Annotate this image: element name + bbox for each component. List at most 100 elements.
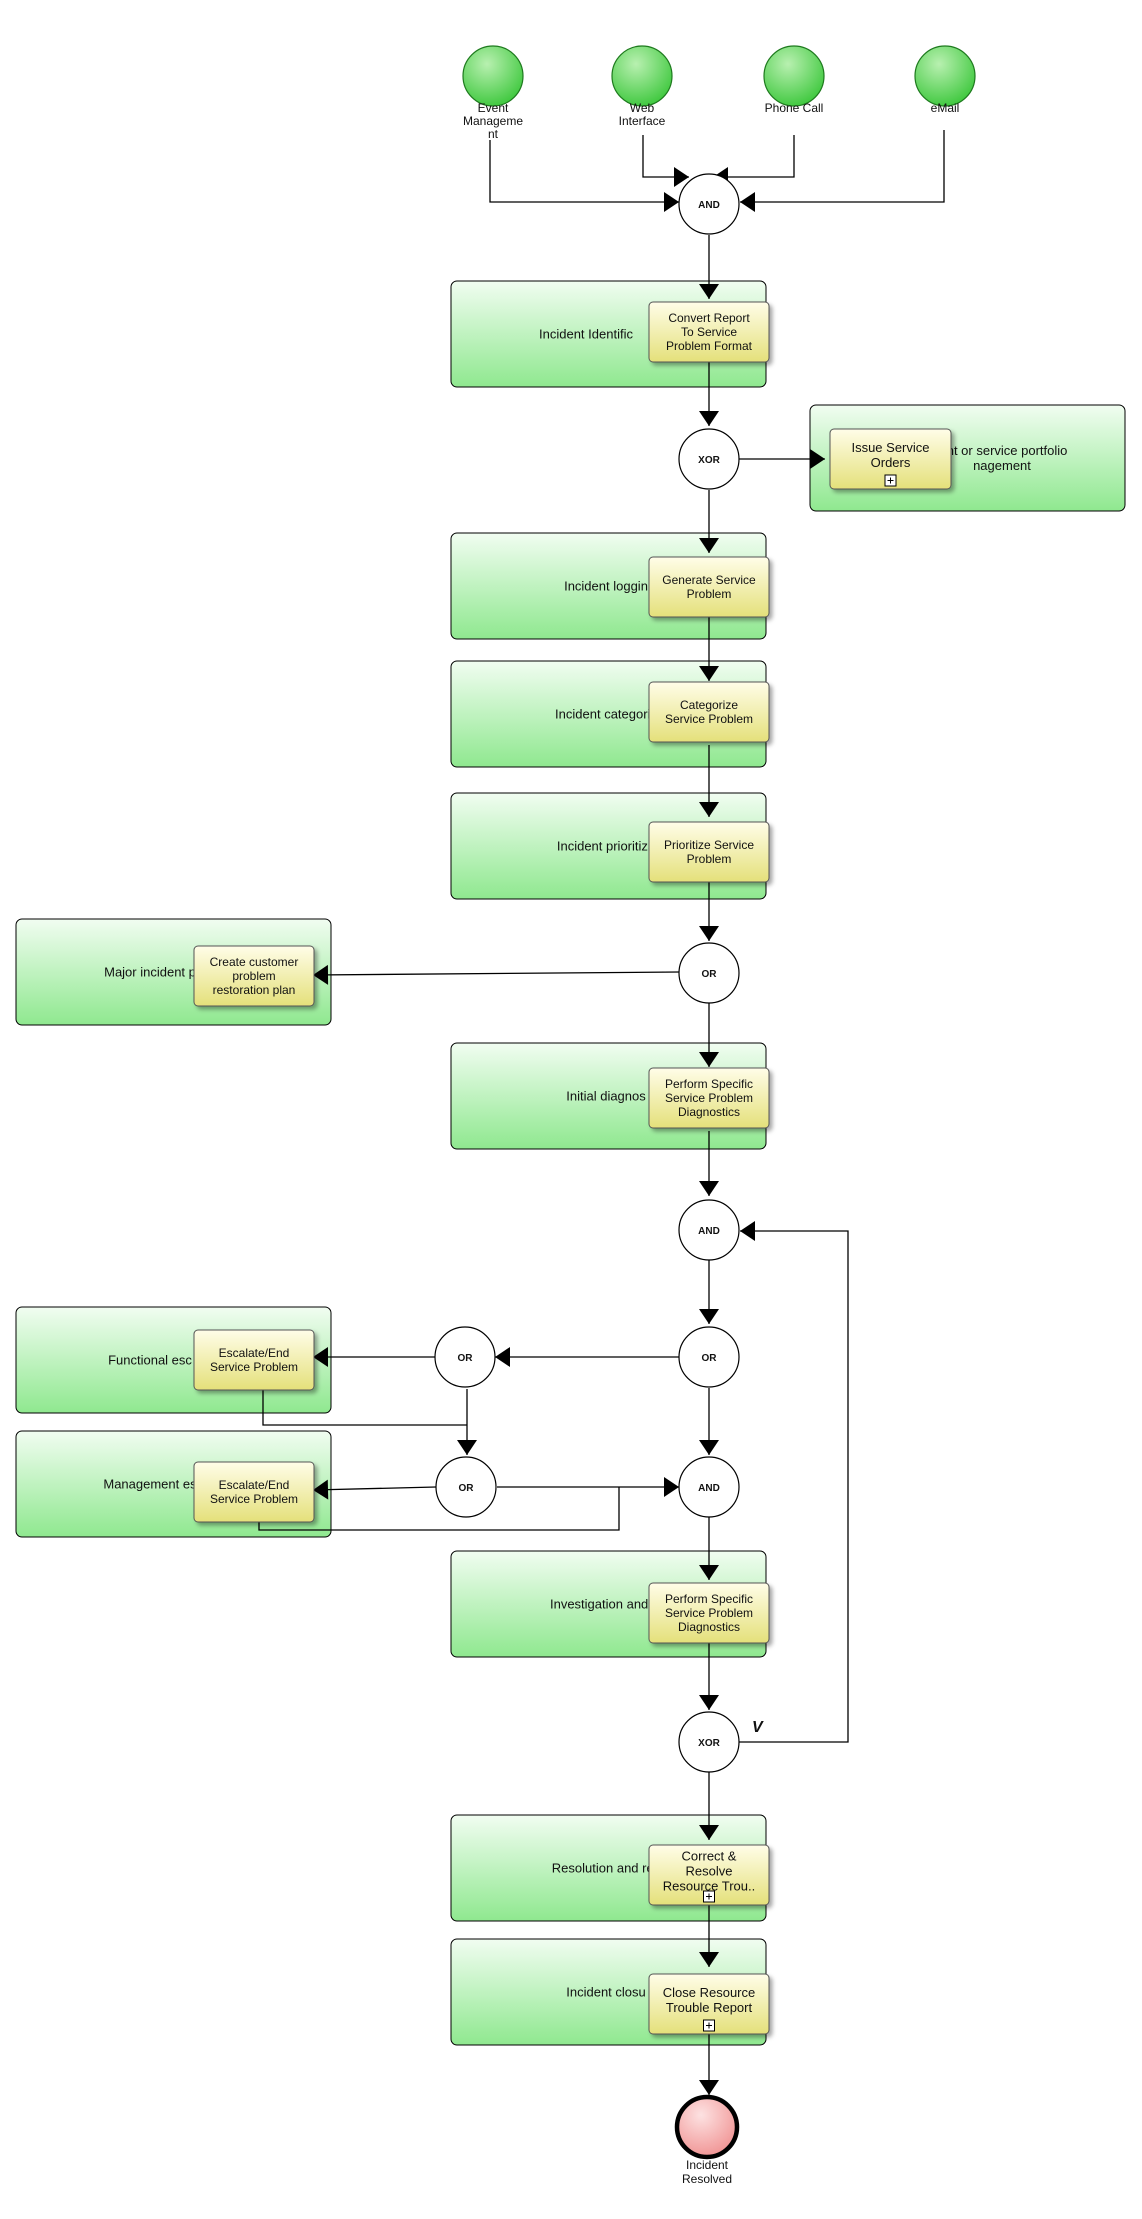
sequence-flow <box>312 1486 437 1491</box>
arrowhead <box>740 1221 755 1241</box>
end-event-icon <box>674 2094 740 2160</box>
lane-label: Incident loggin <box>564 579 648 594</box>
task-box <box>648 301 770 363</box>
gateway: OR <box>434 1326 496 1388</box>
gateway-circle <box>678 1199 740 1261</box>
sequence-flow <box>738 1230 849 1743</box>
arrowhead <box>699 1440 719 1455</box>
sequence-flow <box>713 135 795 178</box>
arrowhead <box>313 964 329 985</box>
arrowhead <box>674 167 689 187</box>
arrowhead <box>495 1347 510 1367</box>
start-event: Phone Call <box>763 45 825 115</box>
expand-marker-icon <box>703 2019 715 2032</box>
arrowhead <box>810 449 825 469</box>
start-event: eMail <box>914 45 976 115</box>
task-box <box>648 1582 770 1644</box>
gateway-circle <box>678 1456 740 1518</box>
arrowhead <box>699 666 719 681</box>
arrowhead <box>664 192 679 212</box>
start-event-icon <box>611 45 673 107</box>
gateway: AND <box>678 1456 740 1518</box>
arrowhead <box>699 1695 719 1710</box>
start-event-label: eMail <box>931 101 960 115</box>
lane-label: Resolution and rec <box>552 1861 661 1876</box>
sequence-flow <box>262 1388 467 1426</box>
gateway: XOR <box>678 428 740 490</box>
lane-label: Major incident p <box>104 965 196 980</box>
arrowhead <box>699 1052 719 1067</box>
gateway: OR <box>678 942 740 1004</box>
task-box <box>648 821 770 883</box>
sequence-flow <box>740 130 945 203</box>
lane-label: Management es <box>103 1477 197 1492</box>
arrowhead <box>699 802 719 817</box>
task-box <box>648 681 770 743</box>
arrowhead <box>699 1565 719 1580</box>
arrowhead <box>664 1477 679 1497</box>
gateway-label: XOR <box>698 1738 720 1749</box>
expand-marker-icon <box>884 474 897 487</box>
task-box <box>193 1461 315 1523</box>
arrowhead <box>699 411 719 426</box>
task-box <box>193 945 315 1007</box>
arrowhead <box>699 1181 719 1196</box>
start-event-label: Phone Call <box>765 101 824 115</box>
loop-marker-label: V <box>752 1719 764 1736</box>
gateway: AND <box>678 1199 740 1261</box>
gateway-circle <box>678 428 740 490</box>
arrowhead <box>699 1952 719 1967</box>
lane-label: Incident categoriz <box>555 707 657 722</box>
gateway-label: AND <box>698 1483 720 1494</box>
start-event-icon <box>763 45 825 107</box>
arrowhead <box>699 1309 719 1324</box>
gateway-circle <box>678 1711 740 1773</box>
gateway-label: AND <box>698 200 720 211</box>
sequence-flow <box>312 971 680 976</box>
gateway-label: XOR <box>698 455 720 466</box>
gateway-label: OR <box>459 1483 475 1494</box>
sequence-flow <box>258 1487 620 1531</box>
gateway-label: AND <box>698 1226 720 1237</box>
gateway-circle <box>678 1326 740 1388</box>
lane-label: Initial diagnos <box>566 1089 646 1104</box>
arrowhead <box>699 1825 719 1840</box>
arrowhead <box>699 2080 719 2095</box>
gateway-circle <box>678 942 740 1004</box>
lane-label: Functional esc <box>108 1353 192 1368</box>
arrowhead <box>313 1479 329 1500</box>
sequence-flow <box>642 135 689 178</box>
task-box <box>648 1067 770 1129</box>
lane-label: Investigation and di <box>550 1597 662 1612</box>
task-box <box>829 428 952 490</box>
arrowhead <box>457 1440 477 1455</box>
start-event-icon <box>914 45 976 107</box>
